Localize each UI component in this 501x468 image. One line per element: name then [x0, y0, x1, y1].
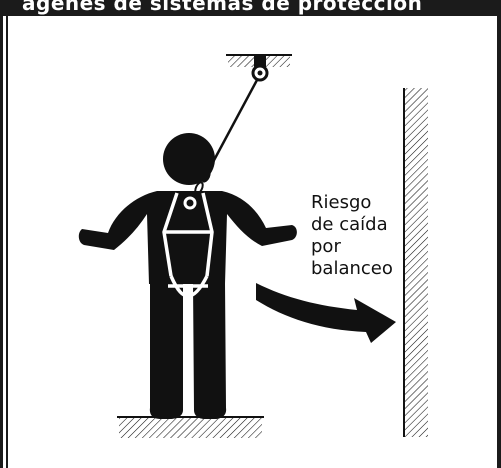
- left-border-outer: [0, 16, 3, 468]
- caption-line-3: por: [311, 236, 341, 257]
- caption-line-2: de caída: [311, 214, 388, 235]
- right-border: [497, 16, 501, 468]
- swing-fall-risk-label: Riesgo de caída por balanceo: [311, 192, 411, 280]
- safety-harness: [162, 192, 214, 298]
- wall-obstacle: [403, 88, 428, 437]
- floor-platform: [117, 416, 264, 438]
- left-border-inner: [6, 16, 8, 468]
- caption-line-4: balanceo: [311, 258, 393, 279]
- page-title: ágenes de sistemas de protección: [22, 0, 423, 15]
- swing-arrow-icon: [256, 283, 396, 343]
- worker-figure: [78, 133, 297, 419]
- ceiling-anchor: [226, 54, 292, 82]
- caption-line-1: Riesgo: [311, 192, 372, 213]
- header-bar: ágenes de sistemas de protección: [0, 0, 501, 16]
